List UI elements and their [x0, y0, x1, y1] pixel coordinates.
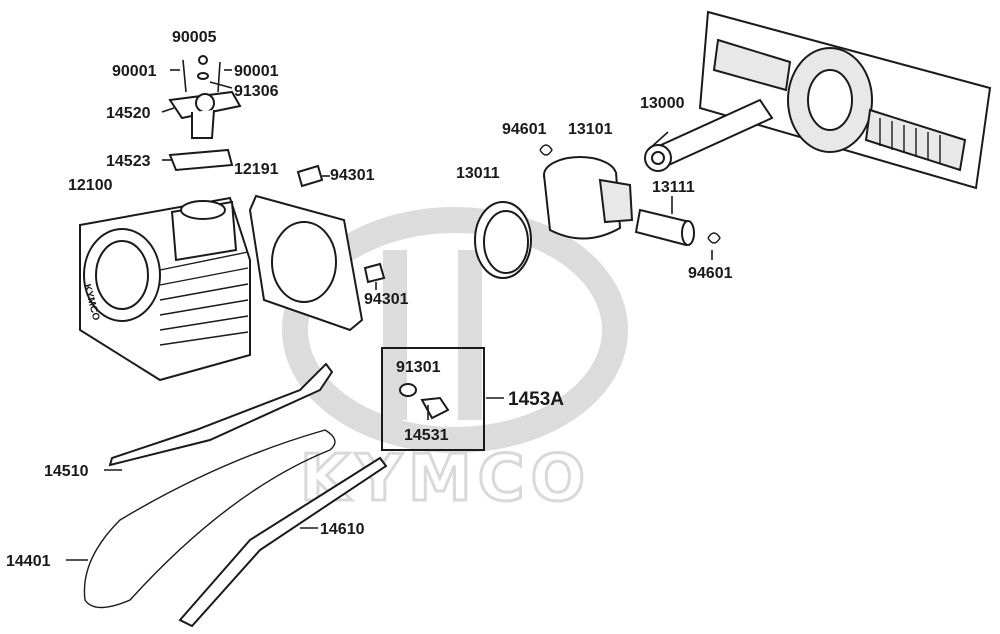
bolt-90005: [198, 55, 208, 65]
cylinder-gasket: [248, 194, 364, 332]
guide-14610: [178, 456, 388, 628]
crank-splines: [879, 118, 941, 164]
label-1453A: 1453A: [508, 389, 564, 410]
dowel-pin-94301-bottom: [363, 262, 386, 284]
guide-14510: [108, 362, 334, 467]
rod-small-end-hole: [651, 151, 665, 165]
label-94301-top: 94301: [330, 167, 375, 184]
label-90001-right: 90001: [234, 63, 279, 80]
tunnel-opening: [180, 200, 226, 220]
leader-14520: [161, 107, 175, 113]
label-94601-top: 94601: [502, 121, 547, 138]
label-94601-right: 94601: [688, 265, 733, 282]
washer-91301: [399, 383, 417, 397]
bolt-90001-left: [182, 59, 187, 93]
label-14401: 14401: [6, 553, 51, 570]
label-13101: 13101: [568, 121, 613, 138]
washer-91306: [197, 72, 209, 80]
label-12100: 12100: [68, 177, 113, 194]
label-90001-left: 90001: [112, 63, 157, 80]
cam-chain-14401: [83, 429, 336, 609]
label-12191: 12191: [234, 161, 279, 178]
tensioner-body: [191, 109, 215, 139]
piston-pin-13111: [634, 208, 695, 247]
crank-shaft-left: [712, 38, 792, 92]
cylinder-12100: KYMCO: [79, 196, 251, 382]
bolt-90001-right: [217, 61, 221, 93]
watermark-brand-text: KYMCO: [300, 442, 591, 516]
piston-pin-end: [681, 220, 695, 246]
watermark-k-strokes: [383, 250, 482, 420]
crank-web-inner: [807, 69, 853, 131]
label-14510: 14510: [44, 463, 89, 480]
label-14523: 14523: [106, 153, 151, 170]
watermark-ring: [282, 207, 628, 453]
label-90005: 90005: [172, 29, 217, 46]
leader-13000: [647, 131, 669, 151]
ring-inner: [483, 210, 529, 274]
crankshaft-13000: [644, 10, 992, 190]
kit-1453A-box: [381, 347, 485, 451]
label-13000: 13000: [640, 95, 685, 112]
label-14610: 14610: [320, 521, 365, 538]
label-91306: 91306: [234, 83, 279, 100]
label-13111: 13111: [652, 179, 695, 196]
gasket-14523: [168, 148, 234, 172]
piston-13101: [543, 156, 634, 240]
tensioner-14520: [168, 55, 242, 139]
label-91301: 91301: [396, 359, 441, 376]
label-14520: 14520: [106, 105, 151, 122]
part-labels: 90005 90001 90001 91306 14520 14523 1210…: [6, 29, 733, 570]
gasket-bore: [271, 221, 337, 303]
circlip-94601-right: [707, 232, 721, 244]
kymco-watermark: KYMCO: [282, 207, 628, 518]
bolt-14531-head: [420, 396, 450, 420]
label-14531: 14531: [404, 427, 449, 444]
dowel-pin-94301-top: [296, 164, 324, 188]
circlip-94601-top: [539, 144, 553, 156]
leader-91306: [209, 81, 233, 89]
label-94301-bottom: 94301: [364, 291, 409, 308]
piston-ring-13011: [474, 201, 532, 279]
tensioner-head: [195, 93, 215, 113]
cylinder-fins: [159, 251, 249, 346]
cylinder-bore-inner: [95, 240, 149, 310]
label-13011: 13011: [456, 165, 500, 182]
piston-pin-boss: [598, 178, 634, 224]
leader-lines: [66, 69, 713, 561]
